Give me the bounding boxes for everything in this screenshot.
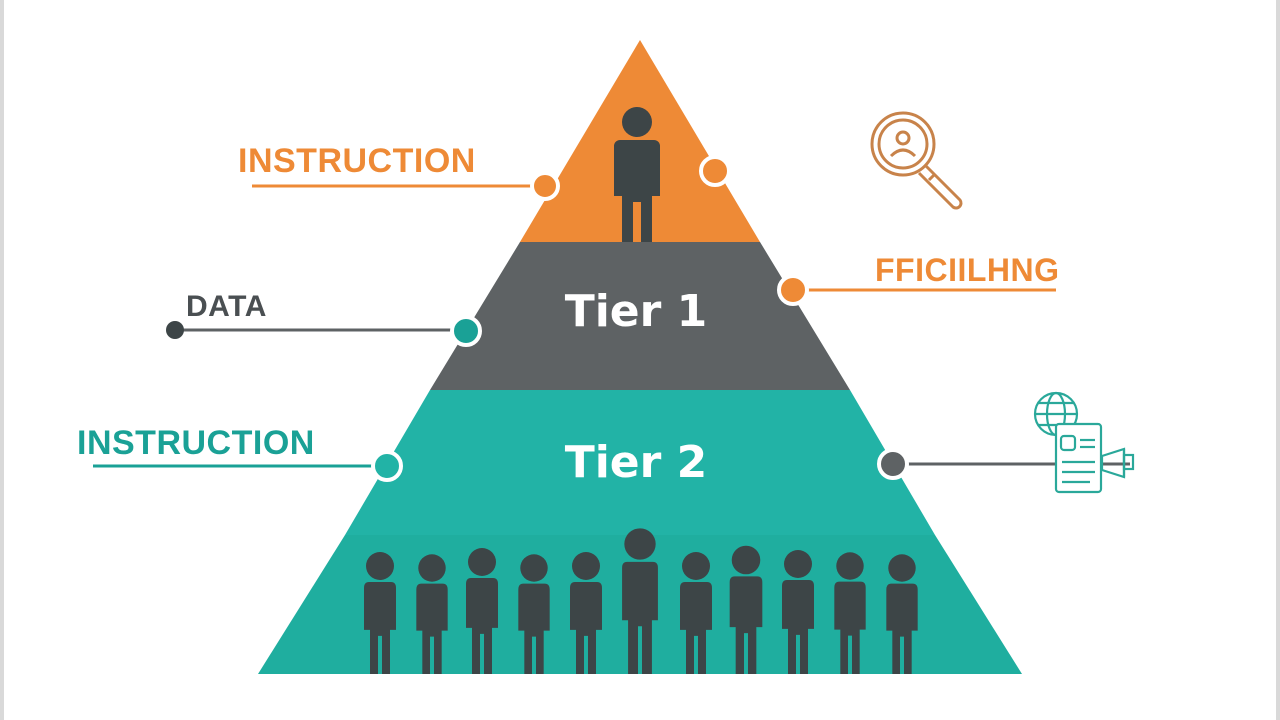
magnifier-person-icon [870, 111, 963, 210]
tier-2-label: Tier 2 [564, 437, 708, 488]
person-silhouette [886, 554, 918, 674]
connector-left-bottom [93, 450, 403, 482]
tier-1-label: Tier 1 [564, 286, 708, 337]
person-icon [614, 107, 660, 242]
callout-data: DATA [186, 290, 267, 323]
person-silhouette [416, 554, 448, 674]
person-silhouette [622, 528, 658, 674]
callout-instruction-top: INSTRUCTION [238, 142, 476, 180]
left-frame-border [0, 0, 4, 720]
group-of-people-icon [364, 528, 918, 674]
callout-instruction-bottom: INSTRUCTION [77, 424, 315, 462]
person-silhouette [518, 554, 550, 674]
right-frame-border [1276, 0, 1280, 720]
person-silhouette [834, 552, 866, 674]
connector-left-middle [166, 315, 482, 347]
person-silhouette [782, 550, 814, 674]
callout-right-top: FFICIILHNG [875, 252, 1060, 288]
tier-2-band [345, 390, 935, 535]
tier-1-band [430, 242, 850, 390]
globe-document-icon [1033, 391, 1135, 494]
person-silhouette [680, 552, 712, 674]
connector-apex-right [699, 155, 731, 187]
person-silhouette [729, 545, 763, 674]
connector-left-top [252, 171, 560, 201]
connector-right-top [777, 274, 1056, 306]
person-silhouette [570, 552, 602, 674]
person-silhouette [364, 552, 396, 674]
person-silhouette [466, 548, 498, 674]
